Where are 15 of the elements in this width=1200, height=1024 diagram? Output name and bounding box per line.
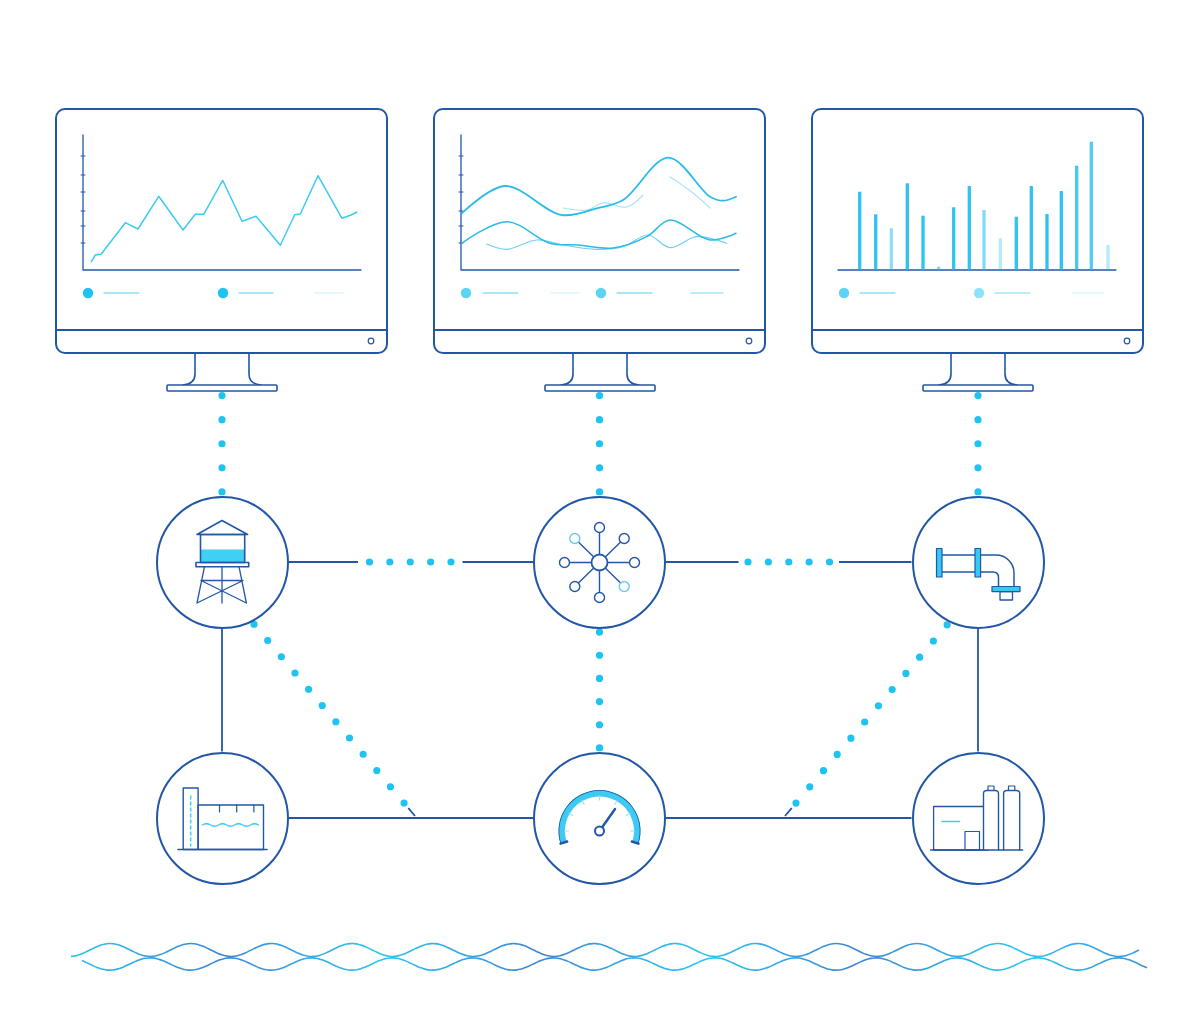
dotted-connector bbox=[218, 392, 226, 496]
monitor-line-chart-illustration bbox=[55, 108, 389, 392]
monitor-bar-chart-illustration bbox=[811, 108, 1145, 392]
dotted-connector bbox=[784, 618, 954, 817]
connector-line bbox=[977, 627, 979, 753]
dotted-connector bbox=[666, 558, 912, 566]
connector-line bbox=[287, 817, 534, 819]
dotted-connector bbox=[974, 392, 982, 496]
monitor-wave-chart-illustration bbox=[432, 108, 767, 392]
dotted-connector bbox=[595, 628, 604, 752]
dotted-connector bbox=[248, 618, 416, 817]
dotted-connector bbox=[595, 392, 604, 496]
connector-line bbox=[221, 627, 223, 753]
dotted-connector bbox=[288, 558, 533, 566]
connector-line bbox=[665, 817, 913, 819]
